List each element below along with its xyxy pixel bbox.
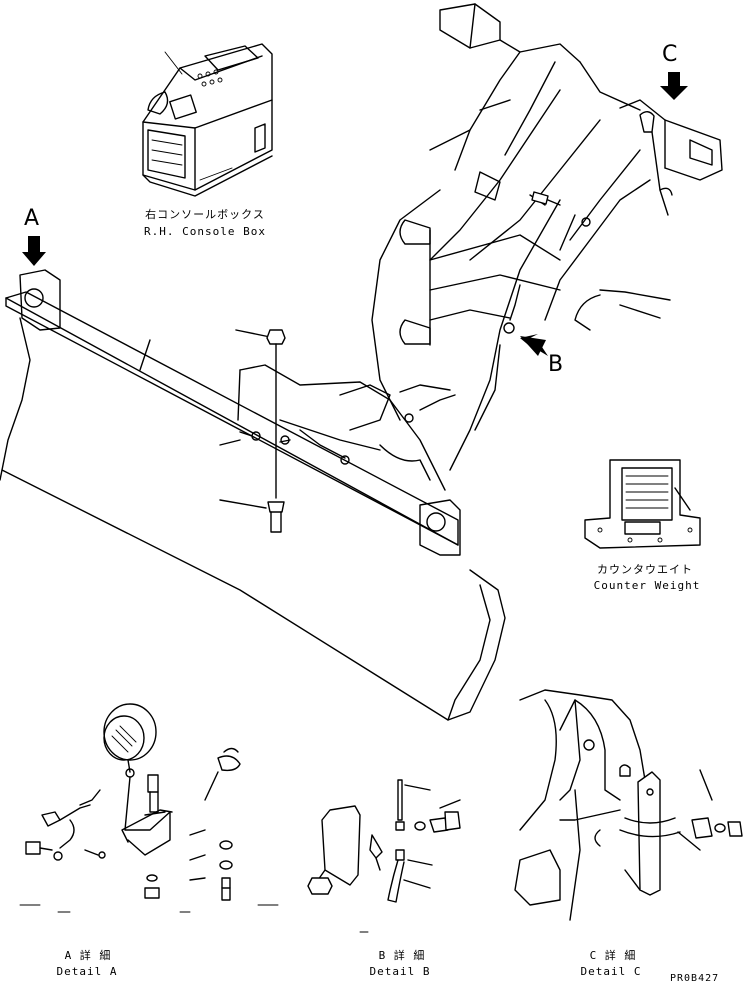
detail-a-caption-jp: A 詳 細 [64, 949, 112, 962]
console-box-caption-jp: 右コンソールボックス [145, 208, 265, 221]
counter-weight-caption-en: Counter Weight [593, 579, 701, 592]
detail-b-caption-jp: B 詳 細 [378, 949, 426, 962]
loader-arm-illustration [371, 3, 723, 471]
console-box-caption-en: R.H. Console Box [144, 225, 266, 238]
detail-a-illustration [19, 703, 279, 913]
detail-c-illustration [514, 689, 743, 921]
blade-illustration [0, 269, 506, 721]
detail-b-illustration [307, 779, 461, 933]
counter-weight-caption-jp: カウンタウエイト [597, 563, 693, 576]
drawing-number: PR0B427 [670, 973, 720, 984]
callout-letter-a: A [24, 206, 40, 231]
callout-arrows [22, 72, 688, 356]
callout-letter-b: B [548, 352, 564, 377]
detail-b-caption-en: Detail B [369, 965, 431, 978]
callout-letter-c: C [662, 42, 678, 67]
arrow-a-icon [22, 236, 46, 266]
detail-c-caption-en: Detail C [580, 965, 642, 978]
detail-c-caption-jp: C 詳 細 [589, 949, 637, 962]
detail-a-caption-en: Detail A [56, 965, 118, 978]
arrow-c-icon [660, 72, 688, 100]
console-box-illustration [142, 43, 273, 197]
counter-weight-illustration [584, 459, 701, 549]
